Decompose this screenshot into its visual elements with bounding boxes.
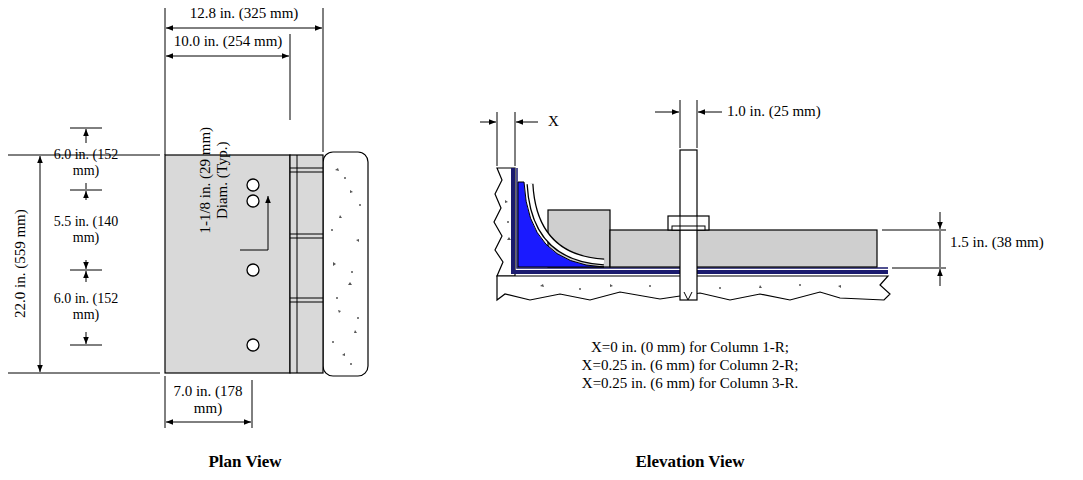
dimension: 12.8 in. (325 mm) bbox=[190, 5, 299, 22]
dimension: 6.0 in. (152 mm) bbox=[50, 291, 122, 323]
dimension: 10.0 in. (254 mm) bbox=[174, 33, 283, 50]
note: X=0 in. (0 mm) for Column 1-R; bbox=[591, 339, 789, 356]
note: X=0.25 in. (6 mm) for Column 2-R; bbox=[582, 357, 799, 374]
dimension: 1.0 in. (25 mm) bbox=[727, 103, 821, 120]
dimension: 6.0 in. (152 mm) bbox=[50, 147, 122, 179]
view-title: Plan View bbox=[208, 452, 281, 472]
dimension: X bbox=[548, 113, 559, 130]
dimension: 22.0 in. (559 mm) bbox=[11, 210, 28, 319]
dimension: 1.5 in. (38 mm) bbox=[950, 234, 1044, 251]
view-title: Elevation View bbox=[635, 452, 744, 472]
note: X=0.25 in. (6 mm) for Column 3-R. bbox=[582, 375, 798, 392]
hole-note: 1-1/8 in. (29 mm) Diam. (Typ.) bbox=[197, 115, 232, 245]
dimension: 5.5 in. (140 mm) bbox=[50, 214, 122, 246]
dimension: 7.0 in. (178 mm) bbox=[172, 383, 244, 418]
